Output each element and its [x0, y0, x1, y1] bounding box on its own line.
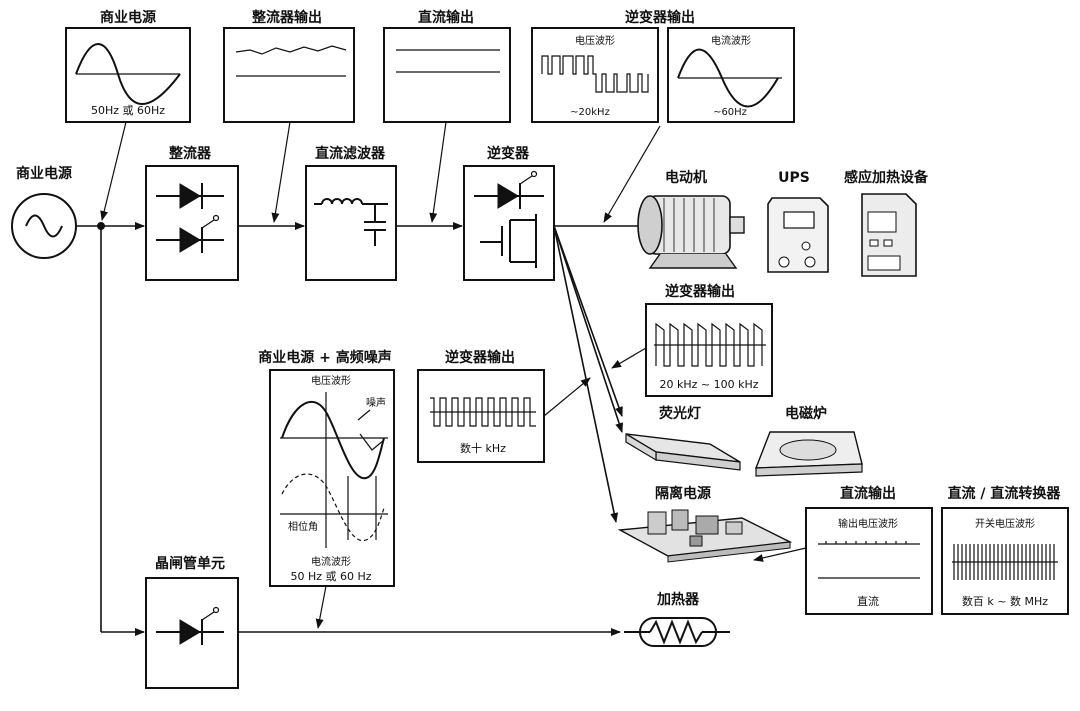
- fluorescent-lamp-icon: [625, 432, 741, 471]
- inverter-left-panel: [417, 369, 545, 463]
- inverter-output-title-mid: 逆变器输出: [665, 283, 735, 300]
- grid-noise-title: 商业电源 + 高频噪声: [258, 349, 391, 366]
- grid-freq-label: 50Hz 或 60Hz: [91, 104, 165, 117]
- rectifier-output-panel: [223, 27, 355, 123]
- thyristor-unit-icon: [156, 606, 224, 645]
- inverter-current-panel: [667, 27, 795, 123]
- phase-angle-label: 相位角: [288, 520, 318, 533]
- dc-output-panel: [383, 27, 511, 123]
- freq-60hz-label: ~60Hz: [713, 107, 747, 118]
- ups-icon: [767, 197, 829, 273]
- rectifier-block: [145, 165, 239, 281]
- switching-waveform: [952, 544, 1058, 580]
- freq-tens-khz-label: 数十 kHz: [460, 441, 506, 455]
- grid-waveform-panel: [65, 27, 191, 123]
- inverter-output-title-left: 逆变器输出: [445, 349, 515, 366]
- dc-output-right-panel: [805, 507, 933, 615]
- switch-voltage-waveform-label: 开关电压波形: [975, 517, 1035, 530]
- dc-filter-label: 直流滤波器: [315, 145, 386, 162]
- freq-20khz-label: ~20kHz: [570, 107, 610, 118]
- induction-heater-label: 感应加热设备: [844, 169, 929, 186]
- noise-label: 噪声: [366, 396, 386, 409]
- output-voltage-waveform-label: 输出电压波形: [838, 517, 898, 530]
- noise-voltage-label: 电压波形: [311, 374, 351, 387]
- heater-label: 加热器: [656, 591, 700, 608]
- grid-noise-panel: [269, 369, 395, 587]
- grid-waveform-title: 商业电源: [100, 9, 156, 26]
- ups-label: UPS: [778, 170, 810, 186]
- inverter-mid-panel: [645, 303, 773, 397]
- motor-icon: [637, 195, 745, 269]
- inverter-output-title-top: 逆变器输出: [625, 9, 695, 26]
- induction-heater-icon: [861, 193, 917, 277]
- dcdc-converter-title: 直流 / 直流转换器: [948, 485, 1062, 502]
- pwm-waveform: [541, 55, 649, 93]
- induction-cooker-icon: [754, 431, 863, 477]
- voltage-waveform-label: 电压波形: [575, 34, 615, 47]
- freq-hundreds-k-label: 数百 k ~ 数 MHz: [962, 595, 1048, 608]
- noise-sine: [281, 400, 385, 480]
- thyristor-unit-label: 晶闸管单元: [155, 555, 225, 572]
- isolated-psu-label: 隔离电源: [655, 485, 711, 502]
- current-waveform-label: 电流波形: [711, 34, 751, 47]
- diode-icon: [156, 183, 224, 209]
- inverter-thyristor-icon: [474, 170, 544, 209]
- noise-current-label: 电流波形: [311, 555, 351, 568]
- mosfet-icon: [480, 214, 537, 268]
- motor-label: 电动机: [665, 169, 707, 186]
- capacitor-icon: [364, 204, 386, 246]
- inverter-voltage-panel: [531, 27, 659, 123]
- inverter-label: 逆变器: [487, 145, 530, 162]
- dc-ripple-line: [818, 541, 920, 545]
- circuit-board-icon: [617, 509, 793, 563]
- dcdc-panel: [941, 507, 1069, 615]
- dc-output-title: 直流输出: [418, 9, 474, 26]
- heater-icon: [624, 617, 730, 647]
- freq-range-label: 20 kHz ~ 100 kHz: [659, 378, 758, 391]
- fluorescent-lamp-label: 荧光灯: [659, 405, 701, 422]
- rectifier-output-title: 整流器输出: [251, 9, 322, 26]
- dc-output-right-title: 直流输出: [840, 485, 896, 502]
- thyristor-icon: [156, 214, 224, 253]
- hf-waveform: [655, 322, 763, 367]
- rippled-dc-line: [235, 45, 347, 55]
- noise-freq-label: 50 Hz 或 60 Hz: [290, 570, 371, 583]
- rectifier-label: 整流器: [168, 145, 212, 162]
- induction-cooker-label: 电磁炉: [785, 405, 827, 422]
- dc-label: 直流: [857, 594, 879, 608]
- grid-source-label: 商业电源: [16, 165, 72, 182]
